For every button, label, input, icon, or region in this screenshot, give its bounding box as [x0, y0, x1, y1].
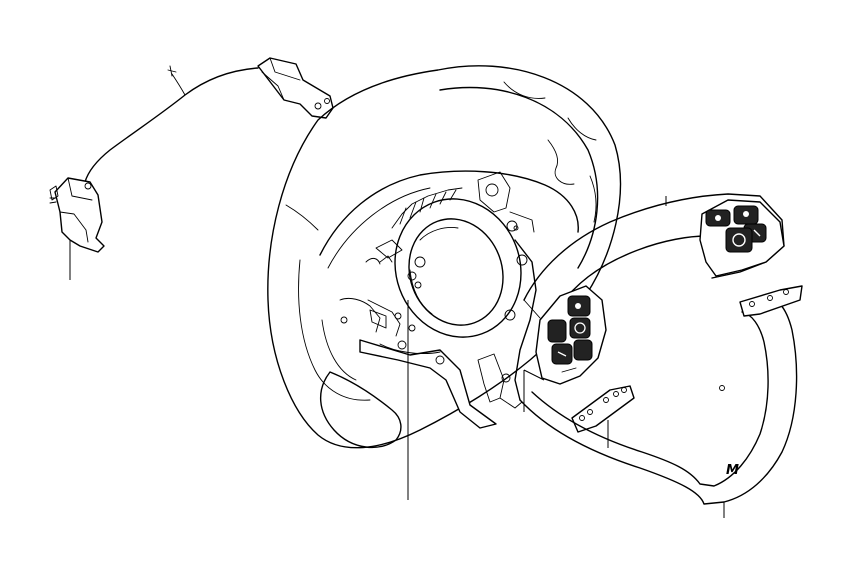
left-multifunction-switch — [523, 285, 607, 412]
wiring-harness-connector — [49, 57, 334, 280]
right-switch-cover — [523, 193, 785, 319]
switch-contact-strip — [571, 385, 635, 448]
trim-logo: M — [726, 463, 739, 478]
steering-wheel — [267, 65, 622, 500]
trim-cover: M — [519, 285, 803, 518]
